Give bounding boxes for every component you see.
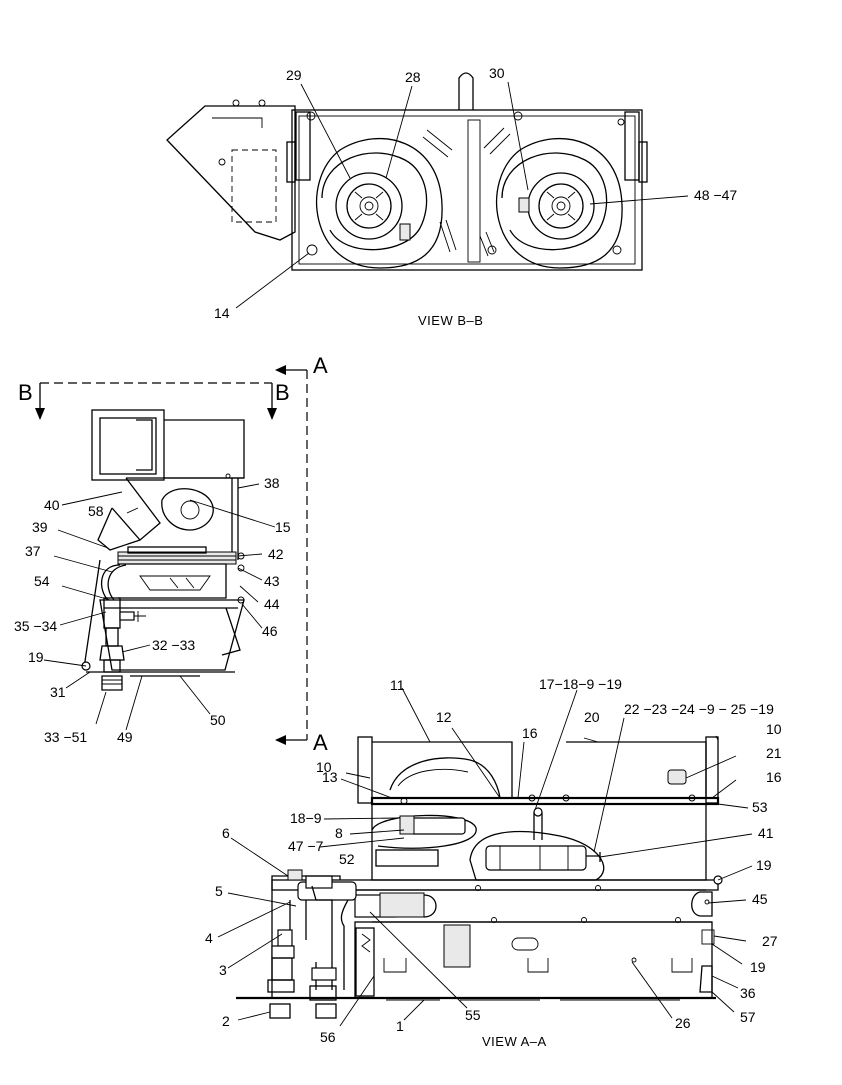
callout-57: 57 (740, 1009, 756, 1025)
callout-43: 43 (264, 573, 280, 589)
callout-8: 8 (335, 825, 343, 841)
callout-45: 45 (752, 891, 768, 907)
callout-47-7: 47 −7 (288, 838, 324, 854)
callout-13: 13 (322, 769, 338, 785)
section-a-bottom-label: A (313, 730, 328, 755)
callout-19-right: 19 (750, 959, 766, 975)
callout-41: 41 (758, 825, 774, 841)
callout-11: 11 (390, 677, 405, 693)
callout-35-34: 35 −34 (14, 618, 57, 634)
callout-48-47: 48 −47 (694, 187, 737, 203)
callout-2: 2 (222, 1013, 230, 1029)
view-a-a-drawing (236, 736, 723, 1019)
callout-28: 28 (405, 69, 421, 85)
callout-12: 12 (436, 709, 452, 725)
callout-53: 53 (752, 799, 768, 815)
callout-36: 36 (740, 985, 756, 1001)
callout-27: 27 (762, 933, 778, 949)
callout-54: 54 (34, 573, 50, 589)
view-b-b-leaders (235, 81, 689, 309)
callout-49: 49 (117, 729, 133, 745)
section-b-b-line (35, 382, 277, 420)
section-a-a-line (275, 365, 308, 745)
callout-40: 40 (44, 497, 60, 513)
callout-16-top: 16 (522, 725, 538, 741)
callout-58: 58 (88, 503, 104, 519)
callout-46: 46 (262, 623, 278, 639)
callout-55: 55 (465, 1007, 481, 1023)
view-b-b-title: VIEW B–B (418, 313, 483, 328)
callout-16-right: 16 (766, 769, 782, 785)
callout-38: 38 (264, 475, 280, 491)
callout-21: 21 (766, 745, 782, 761)
callout-37: 37 (25, 543, 41, 559)
callout-15: 15 (275, 519, 291, 535)
callout-10-right: 10 (766, 721, 782, 737)
callout-52: 52 (339, 851, 355, 867)
callout-19-top-right: 19 (756, 857, 772, 873)
section-a-top-label: A (313, 353, 328, 378)
callout-29: 29 (286, 67, 302, 83)
callout-33-51: 33 −51 (44, 729, 87, 745)
section-b-left-label: B (18, 380, 33, 405)
callout-31: 31 (50, 684, 66, 700)
callout-50: 50 (210, 712, 226, 728)
section-b-right-label: B (275, 380, 290, 405)
callout-10-left: 10 (316, 759, 332, 775)
callout-4: 4 (205, 930, 213, 946)
callout-30: 30 (489, 65, 505, 81)
callout-26: 26 (675, 1015, 691, 1031)
callout-14: 14 (214, 305, 230, 321)
callout-1: 1 (396, 1018, 404, 1034)
callout-44: 44 (264, 596, 280, 612)
callout-32-33: 32 −33 (152, 637, 195, 653)
callout-56: 56 (320, 1029, 336, 1045)
callout-3: 3 (219, 962, 227, 978)
callout-42: 42 (268, 546, 284, 562)
callout-6: 6 (222, 825, 230, 841)
callout-22-23-24-9-25-19: 22 −23 −24 −9 − 25 −19 (624, 701, 774, 717)
callout-20: 20 (584, 709, 600, 725)
callout-5: 5 (215, 883, 223, 899)
callout-39: 39 (32, 519, 48, 535)
side-view-leaders (43, 483, 276, 731)
callout-19-side: 19 (28, 649, 44, 665)
callout-18-9: 18−9 (290, 810, 322, 826)
callout-17-18-9-19: 17−18−9 −19 (539, 676, 622, 692)
view-b-b-drawing (166, 72, 648, 271)
view-a-a-leaders (217, 687, 753, 1027)
side-view-drawing (81, 409, 245, 691)
view-a-a-title: VIEW A–A (482, 1034, 547, 1049)
